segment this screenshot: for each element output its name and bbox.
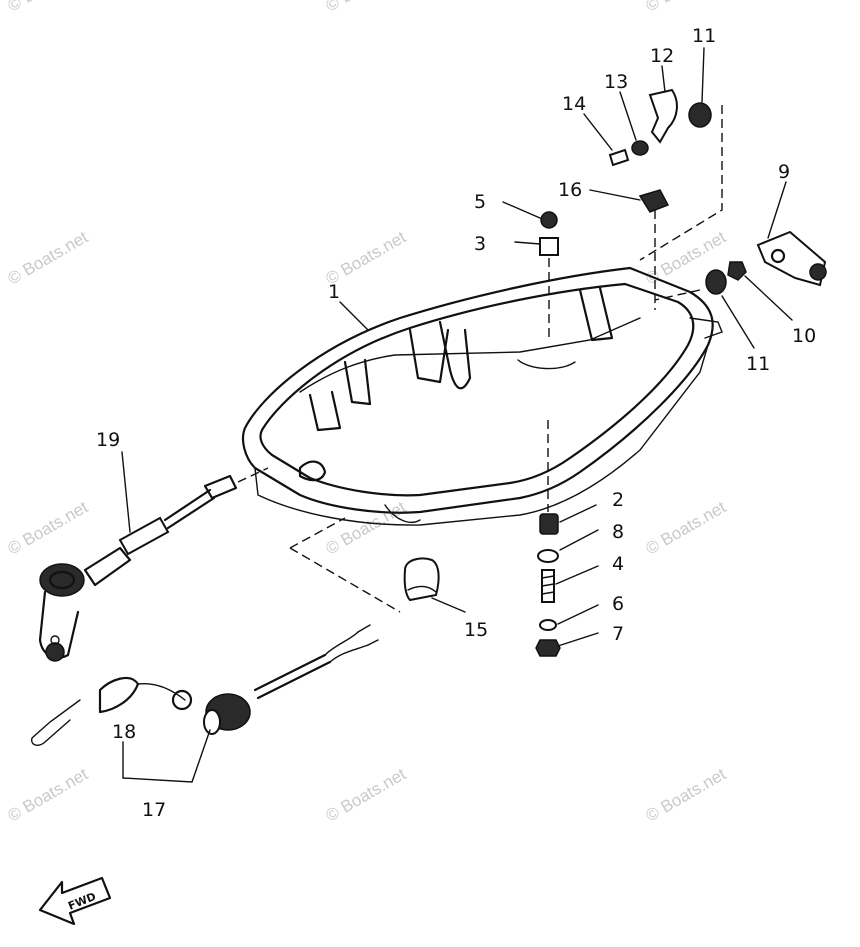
watermark: © Boats.net — [643, 764, 730, 825]
part-label-13: 13 — [604, 71, 628, 93]
watermark: © Boats.net — [323, 764, 410, 825]
watermark: © Boats.net — [323, 0, 410, 15]
bracket-16[interactable] — [638, 189, 670, 310]
part-label-18: 18 — [112, 721, 136, 743]
part-label-7: 7 — [612, 623, 624, 645]
part-label-17: 17 — [142, 799, 166, 821]
watermark: © Boats.net — [5, 0, 92, 15]
stop-switch-assembly[interactable] — [31, 517, 401, 746]
lever-assembly[interactable] — [608, 88, 723, 261]
watermark: © Boats.net — [5, 497, 92, 558]
side-bracket[interactable] — [654, 230, 827, 301]
part-label-11-lower: 11 — [746, 353, 770, 375]
grommet-15[interactable] — [403, 557, 440, 602]
part-label-5: 5 — [474, 191, 486, 213]
part-label-1: 1 — [328, 281, 340, 303]
leader-lines — [121, 47, 793, 783]
fwd-arrow: FWD — [38, 876, 112, 926]
part-labels: 1 2 3 4 5 6 7 8 9 10 11 11 12 13 14 15 1… — [96, 25, 816, 821]
shift-rod-assembly[interactable] — [38, 467, 269, 662]
top-bolt[interactable] — [539, 211, 559, 340]
part-label-14: 14 — [562, 93, 586, 115]
watermarks: © Boats.net © Boats.net © Boats.net © Bo… — [5, 0, 730, 825]
part-label-8: 8 — [612, 521, 624, 543]
bottom-cowling[interactable] — [241, 266, 723, 526]
part-label-11: 11 — [692, 25, 716, 47]
watermark: © Boats.net — [643, 0, 730, 15]
part-label-9: 9 — [778, 161, 790, 183]
part-label-16: 16 — [558, 179, 582, 201]
part-label-3: 3 — [474, 233, 486, 255]
part-label-4: 4 — [612, 553, 624, 575]
part-label-12: 12 — [650, 45, 674, 67]
part-label-2: 2 — [612, 489, 624, 511]
part-label-15: 15 — [464, 619, 488, 641]
watermark: © Boats.net — [323, 227, 410, 288]
part-label-10: 10 — [792, 325, 816, 347]
watermark: © Boats.net — [5, 227, 92, 288]
part-label-6: 6 — [612, 593, 624, 615]
part-label-19: 19 — [96, 429, 120, 451]
watermark: © Boats.net — [643, 497, 730, 558]
mount-stack[interactable] — [535, 420, 561, 657]
watermark: © Boats.net — [5, 764, 92, 825]
